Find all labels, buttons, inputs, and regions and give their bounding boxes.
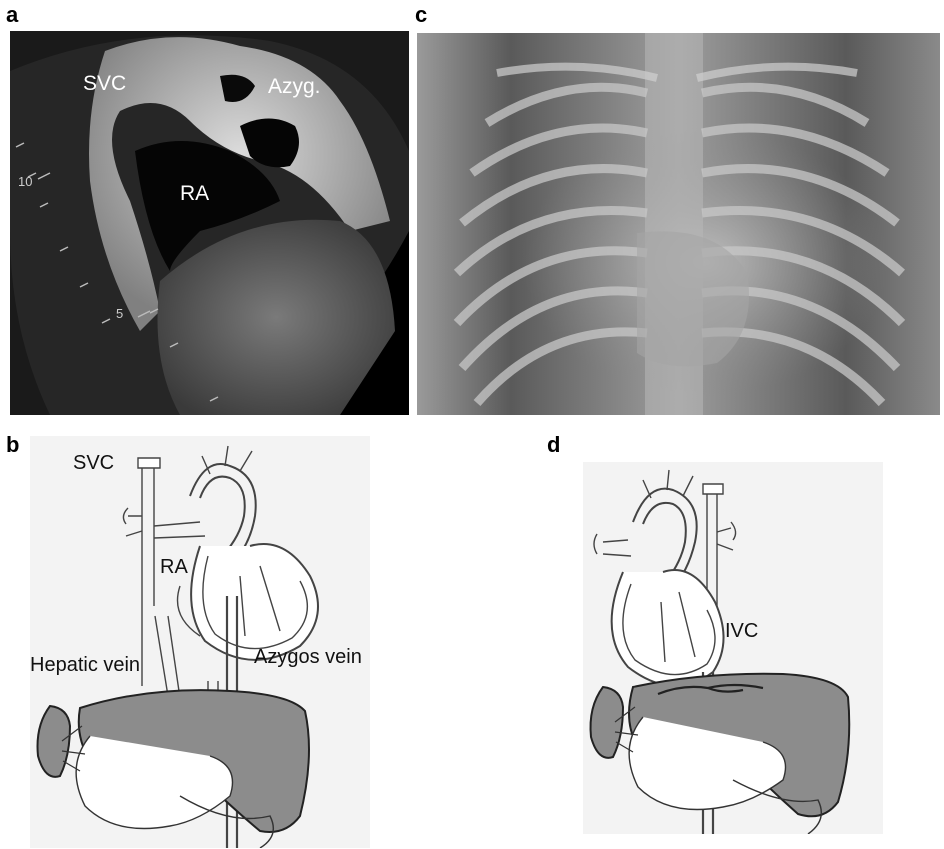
label-svc-diagram: SVC xyxy=(73,452,114,475)
label-ivc: IVC xyxy=(725,620,758,643)
panel-letter-a: a xyxy=(6,2,18,28)
label-ra-ultrasound: RA xyxy=(180,182,209,206)
label-azygos-vein: Azygos vein xyxy=(254,646,362,669)
depth-mark-10: 10 xyxy=(18,174,32,189)
label-hepatic-vein: Hepatic vein xyxy=(30,654,140,677)
label-azygos-ultrasound: Azyg. xyxy=(268,75,321,99)
anatomy-diagram-d xyxy=(583,462,883,834)
label-svc-ultrasound: SVC xyxy=(83,72,126,96)
panel-letter-d: d xyxy=(547,432,560,458)
depth-mark-5: 5 xyxy=(116,306,123,321)
label-ra-diagram: RA xyxy=(160,556,188,579)
chest-xray-image xyxy=(417,33,940,415)
panel-letter-b: b xyxy=(6,432,19,458)
anatomy-diagram-b xyxy=(30,436,370,848)
panel-letter-c: c xyxy=(415,2,427,28)
echocardiogram-image xyxy=(10,31,409,415)
